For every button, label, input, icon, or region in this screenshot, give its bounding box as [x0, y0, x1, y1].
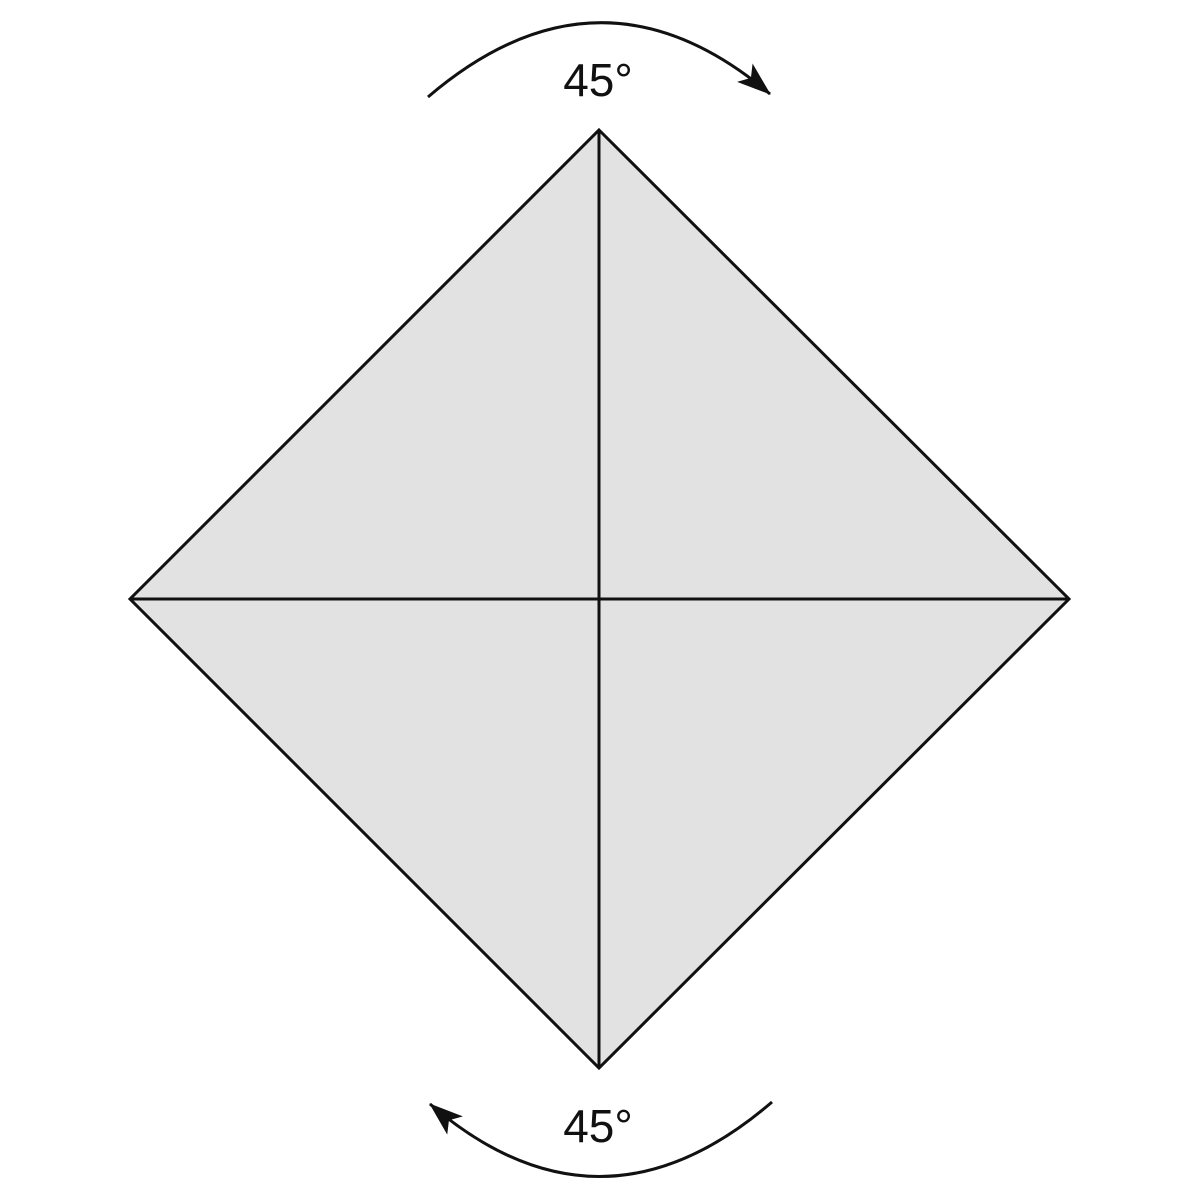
- top-clockwise-arrow: [427, 21, 771, 99]
- top-angle-label: 45°: [563, 54, 633, 106]
- bottom-angle-label: 45°: [563, 1100, 633, 1152]
- bottom-counterclockwise-arrow: [429, 1100, 773, 1178]
